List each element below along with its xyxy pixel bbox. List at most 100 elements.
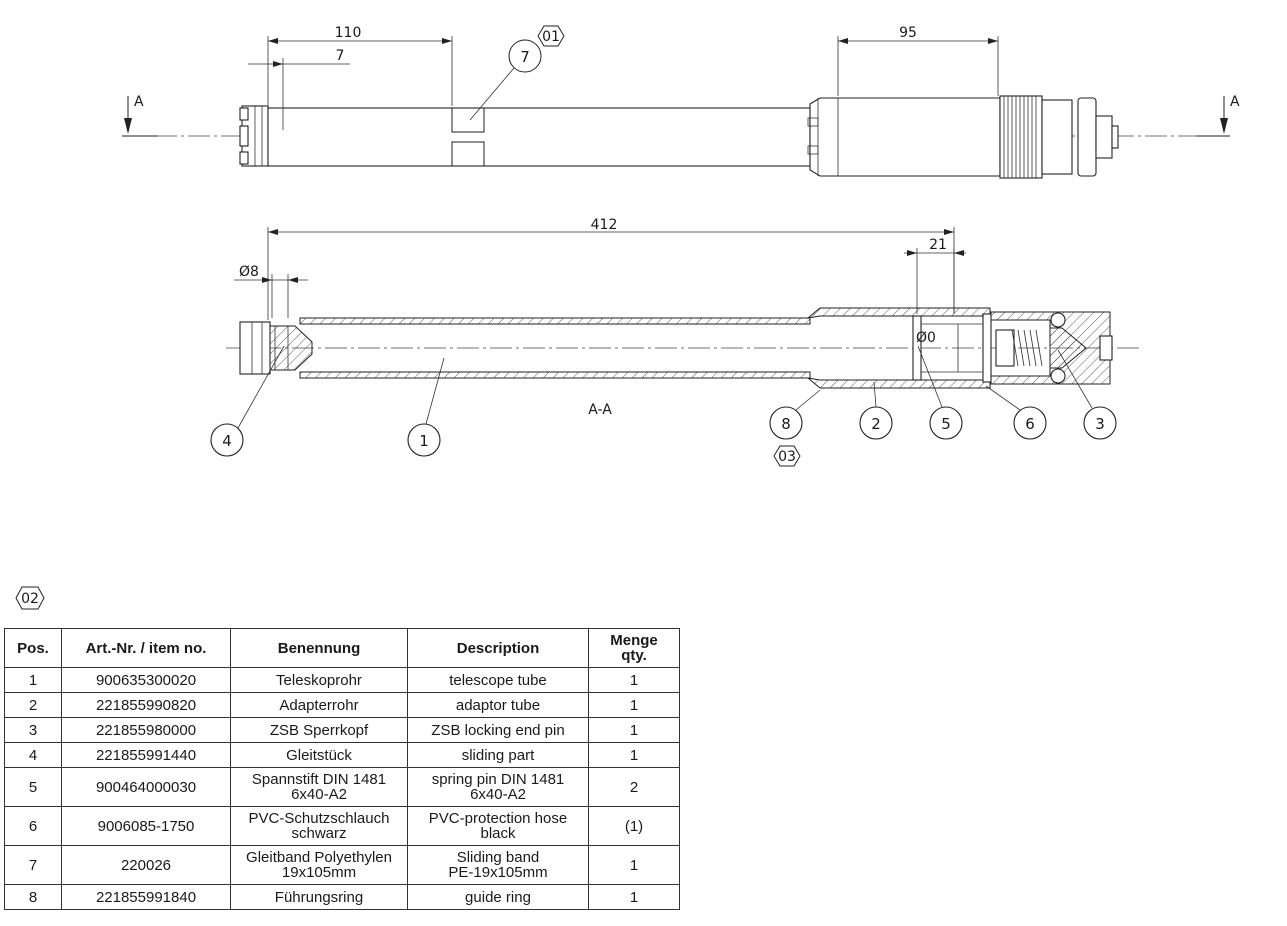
technical-drawing: A A 110 7: [122, 25, 1240, 467]
revision-tag-03-label: 03: [778, 449, 796, 465]
sliding-band-window-top: [451, 107, 485, 133]
cell-benennung: ZSB Sperrkopf: [230, 717, 408, 743]
dimension-dia8-label: Ø8: [239, 264, 259, 280]
cell-item-no: 9006085-1750: [61, 806, 231, 846]
cell-benennung: Gleitstück: [230, 742, 408, 768]
cell-item-no: 221855991440: [61, 742, 231, 768]
locking-end-pin-section: [990, 311, 1113, 385]
top-view: A A 110 7: [122, 25, 1240, 179]
section-mark-left-label: A: [134, 94, 144, 110]
cell-pos: 7: [4, 845, 62, 885]
cell-description: Sliding band PE-19x105mm: [407, 845, 589, 885]
header-pos: Pos.: [4, 628, 62, 668]
cell-description-line1: PVC-protection hose: [428, 810, 568, 827]
cell-description: ZSB locking end pin: [407, 717, 589, 743]
header-item-no: Art.-Nr. / item no.: [61, 628, 231, 668]
cell-description: adaptor tube: [407, 692, 589, 718]
table-row: 8 221855991840 Führungsring guide ring 1: [4, 884, 680, 910]
revision-tag-01-label: 01: [542, 29, 560, 45]
thread-lines: [1003, 96, 1037, 178]
telescope-tube-section: [299, 317, 811, 379]
dimension-95-label: 95: [899, 25, 917, 41]
cell-benennung-line2: 6x40-A2: [291, 786, 347, 803]
cell-pos: 6: [4, 806, 62, 846]
dimension-7: 7: [248, 48, 350, 130]
balloon-2-label: 2: [871, 415, 881, 433]
telescope-tube-top: [267, 107, 811, 167]
table-row: 2 221855990820 Adapterrohr adaptor tube …: [4, 692, 680, 718]
table-row: 5 900464000030 Spannstift DIN 1481 6x40-…: [4, 767, 680, 807]
table-row: 1 900635300020 Teleskoprohr telescope tu…: [4, 667, 680, 693]
balloon-5-label: 5: [941, 415, 951, 433]
balloon-8: 8: [769, 389, 821, 440]
balloon-2: 2: [859, 381, 893, 440]
balloon-4-label: 4: [222, 432, 232, 450]
revision-tag-02-label: 02: [21, 591, 39, 607]
cell-description: sliding part: [407, 742, 589, 768]
dimension-7-label: 7: [336, 48, 345, 64]
revision-tag-01: 01: [537, 25, 565, 47]
balloon-6-label: 6: [1025, 415, 1035, 433]
balloon-1-label: 1: [419, 432, 429, 450]
cell-qty: 2: [588, 767, 680, 807]
table-row: 4 221855991440 Gleitstück sliding part 1: [4, 742, 680, 768]
cell-description: PVC-protection hose black: [407, 806, 589, 846]
section-label: A-A: [588, 402, 612, 418]
balloon-1: 1: [407, 357, 445, 457]
dimension-412-label: 412: [591, 217, 618, 233]
cell-qty: 1: [588, 742, 680, 768]
dimension-412: 412: [267, 217, 955, 320]
sliding-band-window-bottom: [451, 141, 485, 167]
dimension-21: 21: [904, 237, 966, 314]
cell-pos: 8: [4, 884, 62, 910]
cell-benennung: Gleitband Polyethylen 19x105mm: [230, 845, 408, 885]
cell-description: telescope tube: [407, 667, 589, 693]
sliding-part-section: [239, 321, 313, 375]
cell-benennung-line1: Gleitband Polyethylen: [246, 849, 392, 866]
cell-benennung-line2: schwarz: [291, 825, 347, 842]
cell-qty: 1: [588, 717, 680, 743]
dimension-110-label: 110: [335, 25, 362, 41]
dimension-21-label: 21: [929, 237, 947, 253]
cell-item-no: 900464000030: [61, 767, 231, 807]
table-header-row: Pos. Art.-Nr. / item no. Benennung Descr…: [4, 628, 680, 668]
cell-benennung: PVC-Schutzschlauch schwarz: [230, 806, 408, 846]
dimension-95: 95: [837, 25, 999, 96]
header-qty-line1: Menge: [610, 632, 658, 649]
cell-pos: 1: [4, 667, 62, 693]
section-mark-left: A: [122, 94, 158, 137]
header-qty-line2: qty.: [621, 647, 647, 664]
cell-benennung-line2: 19x105mm: [281, 864, 357, 881]
cell-item-no: 221855991840: [61, 884, 231, 910]
section-mark-right: A: [1196, 94, 1240, 137]
header-qty: Menge qty.: [588, 628, 680, 668]
cell-benennung: Adapterrohr: [230, 692, 408, 718]
cell-qty: 1: [588, 845, 680, 885]
balloon-7: 7: [469, 39, 542, 121]
header-description: Description: [407, 628, 589, 668]
cell-benennung-line1: Spannstift DIN 1481: [251, 771, 387, 788]
balloon-7-label: 7: [520, 48, 530, 66]
cell-qty: 1: [588, 884, 680, 910]
revision-tag-03: 03: [773, 445, 801, 467]
spring: [1011, 329, 1043, 367]
table-row: 3 221855980000 ZSB Sperrkopf ZSB locking…: [4, 717, 680, 743]
cell-pos: 2: [4, 692, 62, 718]
adaptor-sleeve-top: [807, 95, 1119, 179]
header-benennung: Benennung: [230, 628, 408, 668]
cell-benennung-line1: PVC-Schutzschlauch: [248, 810, 390, 827]
table-row: 7 220026 Gleitband Polyethylen 19x105mm …: [4, 845, 680, 885]
cell-qty: (1): [588, 806, 680, 846]
balloon-8-label: 8: [781, 415, 791, 433]
dimension-110: 110: [267, 25, 453, 106]
cell-pos: 3: [4, 717, 62, 743]
cell-description-line2: black: [480, 825, 516, 842]
table-row: 6 9006085-1750 PVC-Schutzschlauch schwar…: [4, 806, 680, 846]
balloon-4: 4: [210, 345, 285, 457]
dimension-dia0-label: Ø0: [916, 330, 936, 346]
cell-description: guide ring: [407, 884, 589, 910]
cell-item-no: 220026: [61, 845, 231, 885]
cell-qty: 1: [588, 692, 680, 718]
balloon-6: 6: [985, 385, 1047, 440]
cell-pos: 5: [4, 767, 62, 807]
